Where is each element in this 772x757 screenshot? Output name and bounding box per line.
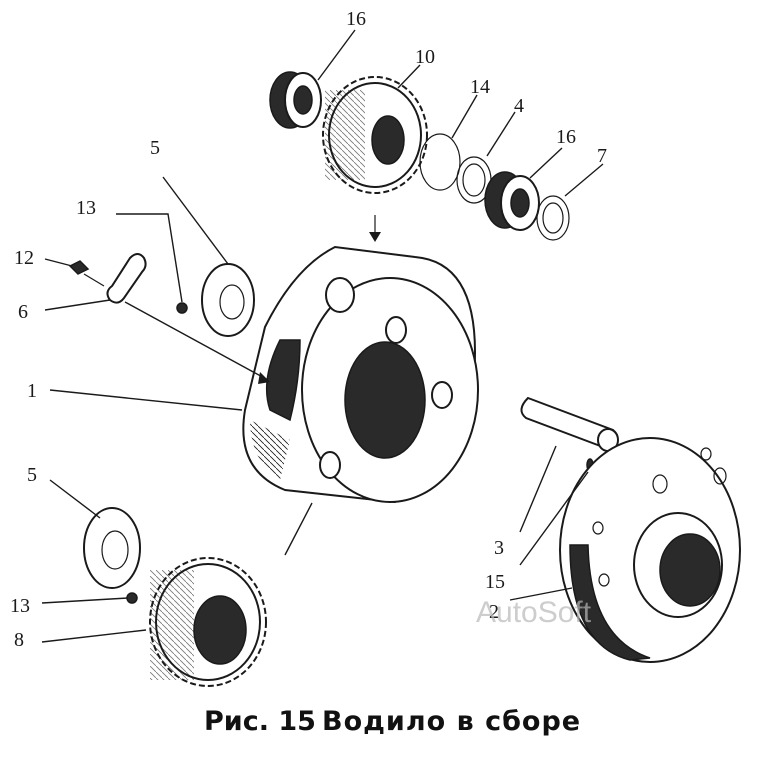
assembly-axis-line: [284, 502, 313, 556]
callout-12: 12: [14, 247, 34, 269]
callout-2: 2: [489, 601, 499, 623]
washer-7: [536, 195, 570, 241]
bearing-16-right: [484, 171, 540, 231]
callout-15: 15: [485, 571, 505, 593]
leader-lines: [41, 29, 604, 643]
snap-ring-14: [419, 133, 461, 191]
bearing-16-top: [269, 71, 322, 129]
figure-number: Рис. 15: [204, 706, 316, 737]
callout-7: 7: [597, 145, 607, 167]
callout-3: 3: [494, 537, 504, 559]
watermark: AutoSoft: [476, 596, 592, 629]
callout-10: 10: [415, 46, 435, 68]
callout-1: 1: [27, 380, 37, 402]
callout-13-lower: 13: [10, 595, 30, 617]
callout-16-top: 16: [346, 8, 366, 30]
direction-arrow: [369, 215, 381, 242]
callout-14: 14: [470, 76, 490, 98]
callout-5-upper: 5: [150, 137, 160, 159]
bolt-12: [68, 260, 105, 287]
gear-8-lower: [149, 557, 267, 687]
thrust-plate-5-lower: [83, 507, 141, 589]
callout-4: 4: [514, 95, 524, 117]
pin-3: [520, 396, 619, 452]
thrust-plate-5-upper: [201, 263, 255, 337]
callout-8: 8: [14, 629, 24, 651]
figure-caption: Водило в сборе: [322, 706, 581, 737]
callout-labels: 16 10 14 4 16 7 5 13 12 6 1 5 13 8 3 15 …: [10, 8, 607, 651]
callout-5-lower: 5: [27, 464, 37, 486]
callout-16-right: 16: [556, 126, 576, 148]
gear-10-top: [322, 76, 428, 194]
screw-13-lower: [126, 592, 138, 604]
callout-13-upper: 13: [76, 197, 96, 219]
screw-13-upper: [176, 302, 188, 314]
lock-plate-6: [106, 253, 147, 304]
carrier-flange-2: [559, 437, 741, 663]
callout-6: 6: [18, 301, 28, 323]
carrier-housing-1: [242, 245, 479, 504]
